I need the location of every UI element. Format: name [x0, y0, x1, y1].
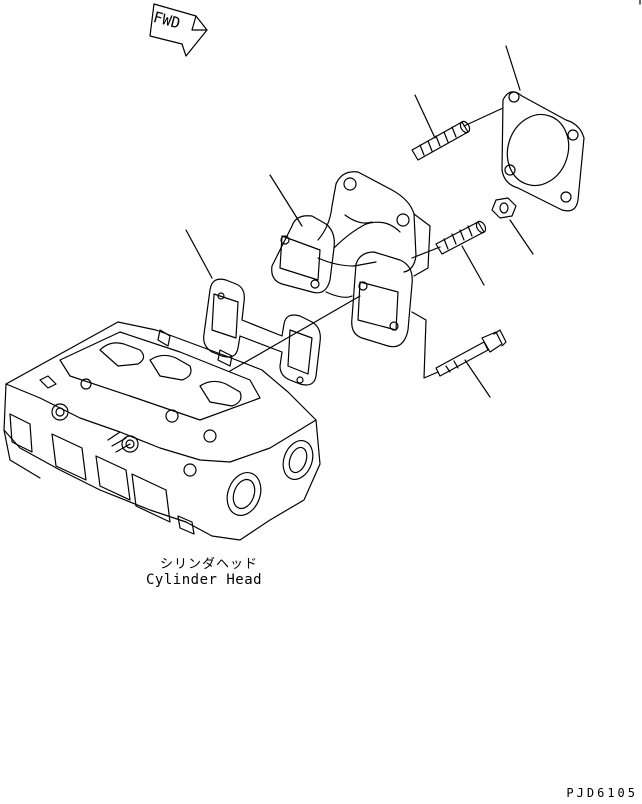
- cylinder-head-label-japanese: シリンダヘッド: [160, 557, 259, 572]
- intake-gasket: [204, 279, 321, 385]
- stud-bolt: [412, 120, 471, 160]
- nut: [492, 198, 516, 218]
- drawing-code: PJD6105: [566, 786, 638, 800]
- exhaust-gasket: [498, 92, 584, 211]
- leader-gasket: [506, 46, 520, 90]
- leader-manifold: [270, 175, 302, 226]
- flange-bolt: [436, 330, 506, 376]
- leader-nut: [510, 220, 533, 254]
- assembly-line-middle: [412, 247, 440, 258]
- leader-flange-bolt: [465, 360, 490, 397]
- leader-intake-gasket: [186, 230, 212, 278]
- assembly-line-bolt: [412, 312, 438, 378]
- leader-stud-bolt-middle: [462, 246, 484, 285]
- leader-stud-bolt: [415, 95, 435, 138]
- exhaust-manifold: [272, 172, 430, 347]
- fwd-arrow-icon: [150, 4, 207, 56]
- assembly-line-upper: [464, 108, 503, 126]
- assembly-line-lower: [230, 296, 360, 371]
- cylinder-head-label-english: Cylinder Head: [146, 572, 263, 588]
- cylinder-head: [4, 322, 320, 540]
- stud-bolt-middle: [436, 220, 487, 254]
